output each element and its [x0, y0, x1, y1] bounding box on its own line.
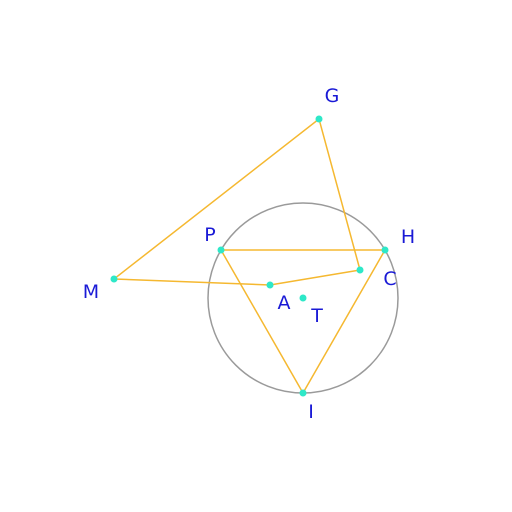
point-I	[299, 389, 307, 397]
label-I: I	[308, 401, 314, 423]
segment-CA	[269, 269, 361, 286]
segment-HI	[302, 249, 386, 394]
label-G: G	[325, 85, 340, 107]
label-A: A	[278, 292, 291, 314]
segment-MG	[113, 118, 320, 280]
label-M: M	[83, 281, 99, 303]
label-C: C	[383, 268, 396, 290]
point-A	[266, 281, 274, 289]
label-P: P	[204, 224, 215, 246]
point-C	[356, 266, 364, 274]
label-T: T	[310, 305, 323, 327]
label-H: H	[401, 226, 415, 248]
point-H	[381, 246, 389, 254]
point-M	[110, 275, 118, 283]
segment-GC	[318, 118, 361, 271]
segment-AM	[113, 278, 271, 286]
point-G	[315, 115, 323, 123]
segment-IP	[220, 249, 304, 394]
point-P	[217, 246, 225, 254]
point-T	[299, 294, 307, 302]
